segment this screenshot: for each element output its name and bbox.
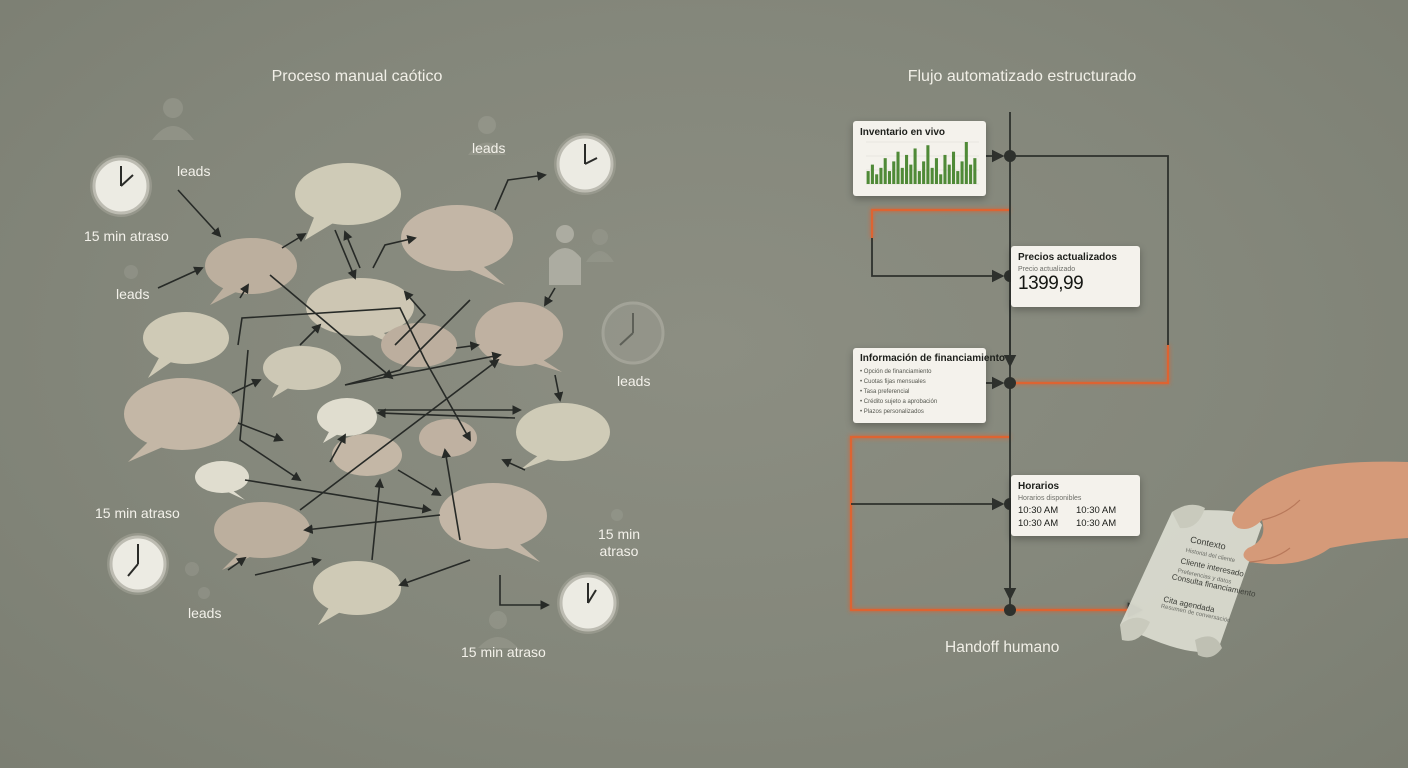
inventory-bar <box>870 164 874 184</box>
manual-process-title: Proceso manual caótico <box>271 68 443 85</box>
chaotic-arrows <box>157 171 564 610</box>
inventory-bar-chart <box>866 141 979 185</box>
inventory-bar <box>875 174 879 184</box>
financing-card: Información de financiamiento Opción de … <box>853 348 1006 423</box>
leads-label: leads <box>177 163 211 179</box>
speech-bubble-icon <box>143 312 229 378</box>
person-icon <box>468 116 506 155</box>
inventory-bar <box>913 148 917 184</box>
speech-bubble-icon <box>317 398 377 443</box>
clock-icon <box>557 572 619 634</box>
person-icon <box>185 562 210 599</box>
hand-icon <box>1231 461 1408 565</box>
inventory-bar <box>892 161 896 184</box>
pricing-card: Precios actualizados Precio actualizado … <box>1011 246 1140 307</box>
speech-bubble-icon <box>439 483 547 562</box>
automated-flow-title: Flujo automatizado estructurado <box>907 68 1137 85</box>
inventory-bar <box>909 164 913 184</box>
speech-bubble-icon <box>263 346 341 398</box>
time-slot: 10:30 AM <box>1076 505 1117 516</box>
speech-bubble-icon <box>332 434 402 476</box>
inventory-bar <box>930 167 934 184</box>
leads-label: leads <box>116 286 150 302</box>
inventory-bar <box>887 171 892 184</box>
speech-bubble-icon <box>313 561 401 625</box>
hours-slots: 10:30 AM 10:30 AM 10:30 AM 10:30 AM <box>1018 505 1133 529</box>
delay-label: 15 min atraso <box>461 644 546 660</box>
financing-item: Opción de financiamiento <box>860 367 979 377</box>
speech-bubble-icon <box>195 461 249 500</box>
leads-label: leads <box>188 605 222 621</box>
delay-label: 15 min atraso <box>84 228 169 244</box>
person-icon <box>478 611 518 648</box>
pricing-title: Precios actualizados <box>1018 252 1117 263</box>
clock-icon <box>107 533 169 595</box>
person-icon <box>586 229 614 262</box>
inventory-bar <box>926 145 930 184</box>
inventory-bar <box>905 154 909 184</box>
clock-icon <box>554 133 616 195</box>
inventory-bar <box>900 167 904 184</box>
flow-lines <box>849 112 1170 618</box>
inventory-bar <box>917 171 921 184</box>
inventory-bar <box>956 171 960 184</box>
price-value: 1399,99 <box>1018 273 1084 294</box>
time-slot: 10:30 AM <box>1018 518 1059 529</box>
inventory-bar <box>969 164 973 184</box>
handoff-label: Handoff humano <box>945 639 1060 656</box>
hours-title: Horarios <box>1018 481 1060 492</box>
financing-item: Crédito sujeto a aprobación <box>860 397 979 407</box>
financing-item: Plazos personalizados <box>860 407 979 417</box>
person-icon <box>549 225 581 285</box>
flow-node <box>1004 150 1016 162</box>
delay-label: 15 min atraso <box>598 526 641 559</box>
inventory-bar <box>951 151 956 184</box>
leads-label: leads <box>472 140 506 156</box>
inventory-bar <box>879 167 883 184</box>
speech-bubble-icon <box>295 163 401 240</box>
speech-bubble-icon <box>419 419 477 457</box>
time-slot: 10:30 AM <box>1076 518 1117 529</box>
clock-icon <box>90 155 152 217</box>
delay-label: 15 min atraso <box>95 505 180 521</box>
inventory-bar <box>947 164 951 184</box>
inventory-bar <box>883 158 887 184</box>
speech-bubble-icon <box>381 323 457 367</box>
speech-bubble-icon <box>124 378 240 462</box>
inventory-title: Inventario en vivo <box>860 127 946 138</box>
speech-bubbles <box>124 163 610 625</box>
flow-node <box>1004 604 1016 616</box>
inventory-bar <box>943 154 947 184</box>
speech-bubble-icon <box>205 238 297 305</box>
hours-subtitle: Horarios disponibles <box>1018 495 1082 502</box>
financing-item: Cuotas fijas mensuales <box>860 377 979 387</box>
person-icon <box>124 265 138 279</box>
inventory-bar <box>960 161 964 184</box>
inventory-bar <box>939 174 943 184</box>
leads-label: leads <box>617 373 651 389</box>
financing-title: Información de financiamiento <box>860 353 1006 364</box>
speech-bubble-icon <box>401 205 513 285</box>
person-icon <box>152 98 194 140</box>
inventory-bar <box>964 142 968 184</box>
inventory-bar <box>934 158 938 184</box>
inventory-bar <box>896 151 900 184</box>
speech-bubble-icon <box>475 302 563 372</box>
inventory-card: Inventario en vivo <box>853 121 986 196</box>
pricing-subtitle: Precio actualizado <box>1018 266 1076 273</box>
inventory-bar <box>922 161 926 184</box>
speech-bubble-icon <box>214 502 310 570</box>
time-slot: 10:30 AM <box>1018 505 1059 516</box>
hours-card: Horarios Horarios disponibles 10:30 AM 1… <box>1011 475 1140 536</box>
clock-icon <box>601 301 665 365</box>
inventory-bar <box>866 171 870 184</box>
flow-node <box>1004 377 1016 389</box>
inventory-bar <box>973 158 977 184</box>
person-icon <box>611 509 623 521</box>
speech-bubble-icon <box>516 403 610 470</box>
context-scroll <box>1120 504 1262 658</box>
financing-item: Tasa preferencial <box>860 387 979 397</box>
